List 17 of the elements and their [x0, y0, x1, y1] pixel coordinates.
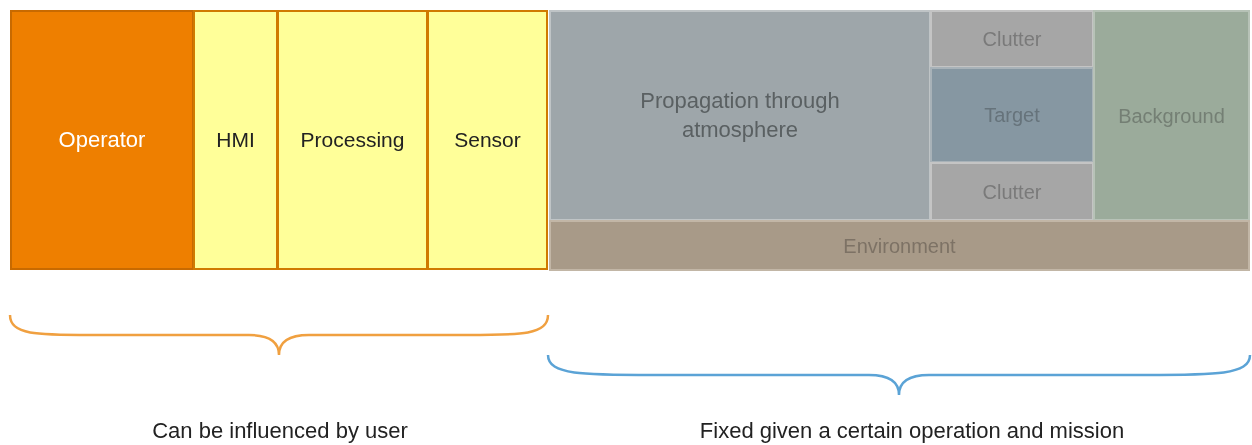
block: [1093, 10, 1250, 221]
block-label: Propagation through atmosphere: [639, 86, 841, 144]
block-label: HMI: [215, 127, 256, 154]
block-label: Operator: [57, 125, 147, 154]
block: [930, 10, 1094, 68]
caption: Can be influenced by user: [152, 418, 408, 444]
block: [10, 10, 194, 270]
block: [930, 67, 1094, 163]
caption: Fixed given a certain operation and mission: [699, 418, 1125, 444]
block-label: Processing: [299, 127, 406, 154]
block: [549, 220, 1250, 271]
block-label: Sensor: [453, 127, 522, 154]
block: [193, 10, 278, 270]
block: [427, 10, 548, 270]
block: [930, 162, 1094, 221]
block: [277, 10, 428, 270]
block: [549, 10, 931, 221]
